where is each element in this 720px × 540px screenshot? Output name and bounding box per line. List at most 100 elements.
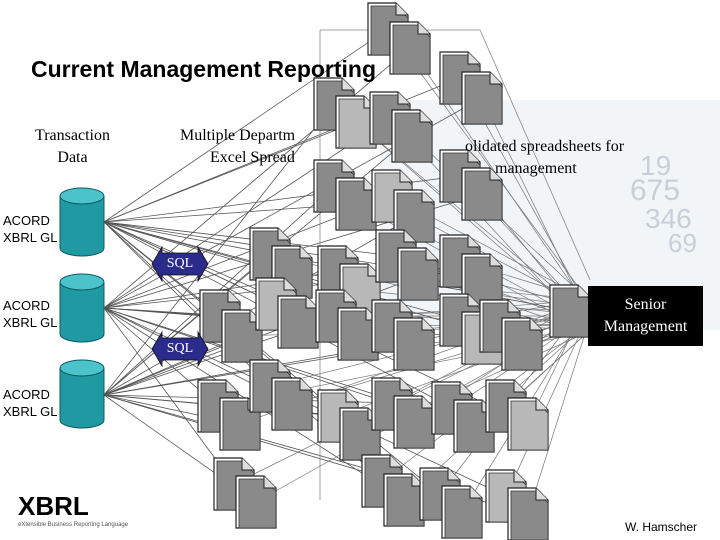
label-line: management xyxy=(495,160,577,177)
logo-word: XBRL xyxy=(18,491,89,521)
document-fill xyxy=(238,478,277,529)
consolidated-spreadsheets-label: olidated spreadsheets for management xyxy=(465,136,685,180)
document-fold xyxy=(513,380,526,393)
connector-line xyxy=(103,253,271,396)
senior-management-box: Senior Management xyxy=(588,286,703,346)
label-line: Excel Spread xyxy=(210,149,295,166)
document-fold xyxy=(425,248,438,261)
document-fill xyxy=(510,490,549,540)
document-fold xyxy=(399,300,412,313)
senior-line: Senior xyxy=(624,296,667,313)
document-fold xyxy=(467,294,480,307)
document-fold xyxy=(529,318,542,331)
connector-line xyxy=(505,315,589,497)
document-fold xyxy=(399,170,412,183)
document-stacks xyxy=(197,2,591,540)
connector-line xyxy=(103,117,391,309)
db-label-line: XBRL GL xyxy=(3,230,58,245)
document-fill xyxy=(392,24,431,75)
document-fold xyxy=(577,285,590,298)
logo-backdrop xyxy=(14,488,122,524)
document-fold xyxy=(419,110,432,123)
document-fold xyxy=(467,150,480,163)
document-fold xyxy=(467,52,480,65)
label-line: Data xyxy=(57,149,88,166)
page-title: Current Management Reporting xyxy=(31,56,377,82)
database-cylinder xyxy=(59,282,105,343)
database-top xyxy=(59,359,105,377)
document-fold xyxy=(299,378,312,391)
connector-line xyxy=(103,28,389,223)
document-fill xyxy=(400,250,439,301)
sql-label-1: SQL xyxy=(166,256,194,271)
document-fold xyxy=(343,290,356,303)
logo-tagline: eXtensible Business Reporting Language xyxy=(18,522,129,528)
document-fold xyxy=(225,380,238,393)
document-fold xyxy=(421,318,434,331)
database-cylinder xyxy=(59,196,105,257)
database-cylinders xyxy=(59,187,105,429)
document-fold xyxy=(395,3,408,16)
document-fold xyxy=(489,72,502,85)
db-label-line: ACORD xyxy=(3,387,50,402)
senior-line: Management xyxy=(603,318,688,335)
document-fold xyxy=(283,278,296,291)
sql-arrow xyxy=(151,330,209,368)
connector-line xyxy=(103,103,335,396)
db-label-line: XBRL GL xyxy=(3,315,58,330)
document-fold xyxy=(389,455,402,468)
departmental-spreadsheets-label: Multiple Departm Excel Spread xyxy=(180,125,380,169)
connector-line xyxy=(103,307,235,485)
frame-line xyxy=(479,29,591,281)
document-fold xyxy=(507,300,520,313)
document-fold xyxy=(489,168,502,181)
connector-line xyxy=(103,335,243,396)
db-label-line: ACORD xyxy=(3,298,50,313)
document-fold xyxy=(403,230,416,243)
document-fill xyxy=(510,400,549,451)
document-fold xyxy=(277,360,290,373)
document-fold xyxy=(341,78,354,91)
document-fold xyxy=(341,160,354,173)
transaction-data-label: Transaction Data xyxy=(15,125,130,169)
db-label-line: XBRL GL xyxy=(3,404,58,419)
document-fold xyxy=(467,235,480,248)
document-fill xyxy=(274,380,313,431)
document-fold xyxy=(513,470,526,483)
database-cylinder xyxy=(59,368,105,429)
connector-line xyxy=(527,323,589,515)
document-fill xyxy=(342,410,381,461)
document-fold xyxy=(241,458,254,471)
background-number: 69 xyxy=(668,228,697,258)
document-fold xyxy=(345,390,358,403)
document-fold xyxy=(263,476,276,489)
document-fold xyxy=(417,22,430,35)
background-number: 346 xyxy=(645,203,692,234)
label-line: Transaction xyxy=(35,127,110,144)
document-fold xyxy=(345,246,358,259)
document-fold xyxy=(305,296,318,309)
sql-label-2: SQL xyxy=(166,341,194,356)
document-fold xyxy=(469,486,482,499)
document-fill xyxy=(444,488,483,539)
label-line: olidated spreadsheets for xyxy=(465,138,625,155)
sql-arrow xyxy=(151,245,209,283)
database-label-1: ACORD XBRL GL xyxy=(3,212,57,246)
document-fill xyxy=(504,320,543,371)
database-label-3: ACORD XBRL GL xyxy=(3,386,57,420)
db-label-line: ACORD xyxy=(3,213,50,228)
document-fill xyxy=(222,400,261,451)
document-fold xyxy=(535,398,548,411)
document-fold xyxy=(459,382,472,395)
document-fill xyxy=(394,112,433,163)
document-fold xyxy=(421,190,434,203)
document-fold xyxy=(535,488,548,501)
sql-arrows xyxy=(151,245,209,368)
document-fold xyxy=(299,246,312,259)
document-fold xyxy=(399,378,412,391)
document-fill xyxy=(224,312,263,363)
document-fill xyxy=(464,170,503,221)
document-fill xyxy=(464,74,503,125)
database-label-2: ACORD XBRL GL xyxy=(3,297,57,331)
